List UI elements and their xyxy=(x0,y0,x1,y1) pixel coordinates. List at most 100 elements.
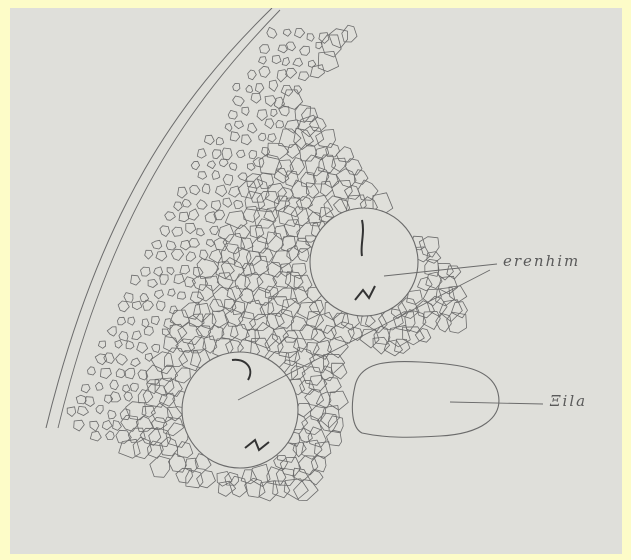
cell xyxy=(282,298,301,317)
cell xyxy=(67,407,76,417)
cell xyxy=(167,268,174,275)
cell xyxy=(294,480,319,501)
cell xyxy=(148,280,157,288)
cell xyxy=(234,200,243,208)
cell xyxy=(427,296,447,317)
cell xyxy=(174,202,183,211)
cell xyxy=(233,96,245,106)
cell xyxy=(107,327,116,336)
cell xyxy=(259,133,266,141)
cell xyxy=(219,159,228,167)
cell xyxy=(170,324,187,343)
cell xyxy=(116,369,124,378)
cell xyxy=(221,258,244,282)
cell xyxy=(426,272,442,288)
cell xyxy=(250,256,269,275)
cell xyxy=(124,293,133,303)
cell xyxy=(90,431,101,441)
cell xyxy=(233,301,245,315)
cell xyxy=(268,134,277,143)
cell xyxy=(165,212,176,221)
cell xyxy=(285,120,299,133)
cell xyxy=(223,174,233,185)
cell xyxy=(230,324,249,340)
cell xyxy=(78,406,89,415)
cell xyxy=(197,200,208,210)
cell xyxy=(185,277,196,288)
cell xyxy=(321,35,341,57)
label-erenhim: erenhim xyxy=(503,252,580,270)
cell xyxy=(207,161,215,169)
cell xyxy=(388,325,410,347)
cell xyxy=(249,150,257,159)
cell xyxy=(128,317,135,325)
cell xyxy=(144,326,153,335)
cell xyxy=(241,238,253,250)
cell xyxy=(229,163,237,171)
cell xyxy=(299,456,318,475)
cell xyxy=(354,170,368,185)
cell xyxy=(130,383,138,391)
cell xyxy=(152,344,160,352)
cell xyxy=(118,301,129,312)
cell xyxy=(222,322,238,340)
cell xyxy=(85,397,94,407)
cell xyxy=(342,25,357,42)
cell xyxy=(292,316,307,331)
cell xyxy=(285,171,298,187)
cell xyxy=(308,195,333,217)
cell xyxy=(123,385,131,393)
cell xyxy=(271,110,277,117)
cell xyxy=(216,137,223,145)
cell xyxy=(76,395,86,404)
cell xyxy=(405,310,426,333)
cell xyxy=(98,341,105,348)
cell xyxy=(171,249,183,260)
cell xyxy=(198,172,207,180)
cell xyxy=(141,267,151,276)
cell xyxy=(228,110,237,119)
cell xyxy=(293,58,303,66)
cell xyxy=(157,301,166,311)
cell xyxy=(186,223,196,233)
cell xyxy=(178,292,186,299)
cell xyxy=(106,431,115,440)
cell xyxy=(418,277,433,291)
cell xyxy=(156,251,167,261)
cell xyxy=(274,456,288,470)
upper-vessel xyxy=(310,208,418,316)
cell xyxy=(361,315,376,327)
cell xyxy=(225,124,232,132)
cell xyxy=(166,241,176,250)
cell xyxy=(172,227,183,236)
cell xyxy=(212,171,220,180)
cell xyxy=(272,251,292,268)
cell xyxy=(222,148,232,160)
cell xyxy=(210,226,219,235)
cell xyxy=(279,107,289,116)
cell xyxy=(310,65,324,78)
vascular-bundles xyxy=(182,208,499,468)
cell xyxy=(255,84,264,93)
botanical-cross-section-drawing: erenhim Ξila xyxy=(10,8,622,554)
cell xyxy=(253,158,264,168)
cell xyxy=(179,212,189,222)
cell xyxy=(260,45,270,54)
cell xyxy=(283,29,291,36)
cell xyxy=(202,184,210,194)
cell xyxy=(160,226,170,237)
cell xyxy=(182,199,191,207)
cell xyxy=(137,342,148,353)
cell xyxy=(235,274,250,290)
cell xyxy=(162,329,169,336)
cell xyxy=(247,164,255,171)
cell xyxy=(265,119,274,129)
cell xyxy=(161,365,177,381)
cell xyxy=(111,392,121,402)
xila-region xyxy=(352,361,499,437)
cell xyxy=(302,108,318,122)
cell xyxy=(248,70,257,80)
cell xyxy=(174,275,184,284)
cell xyxy=(235,121,244,129)
cell xyxy=(223,198,232,207)
